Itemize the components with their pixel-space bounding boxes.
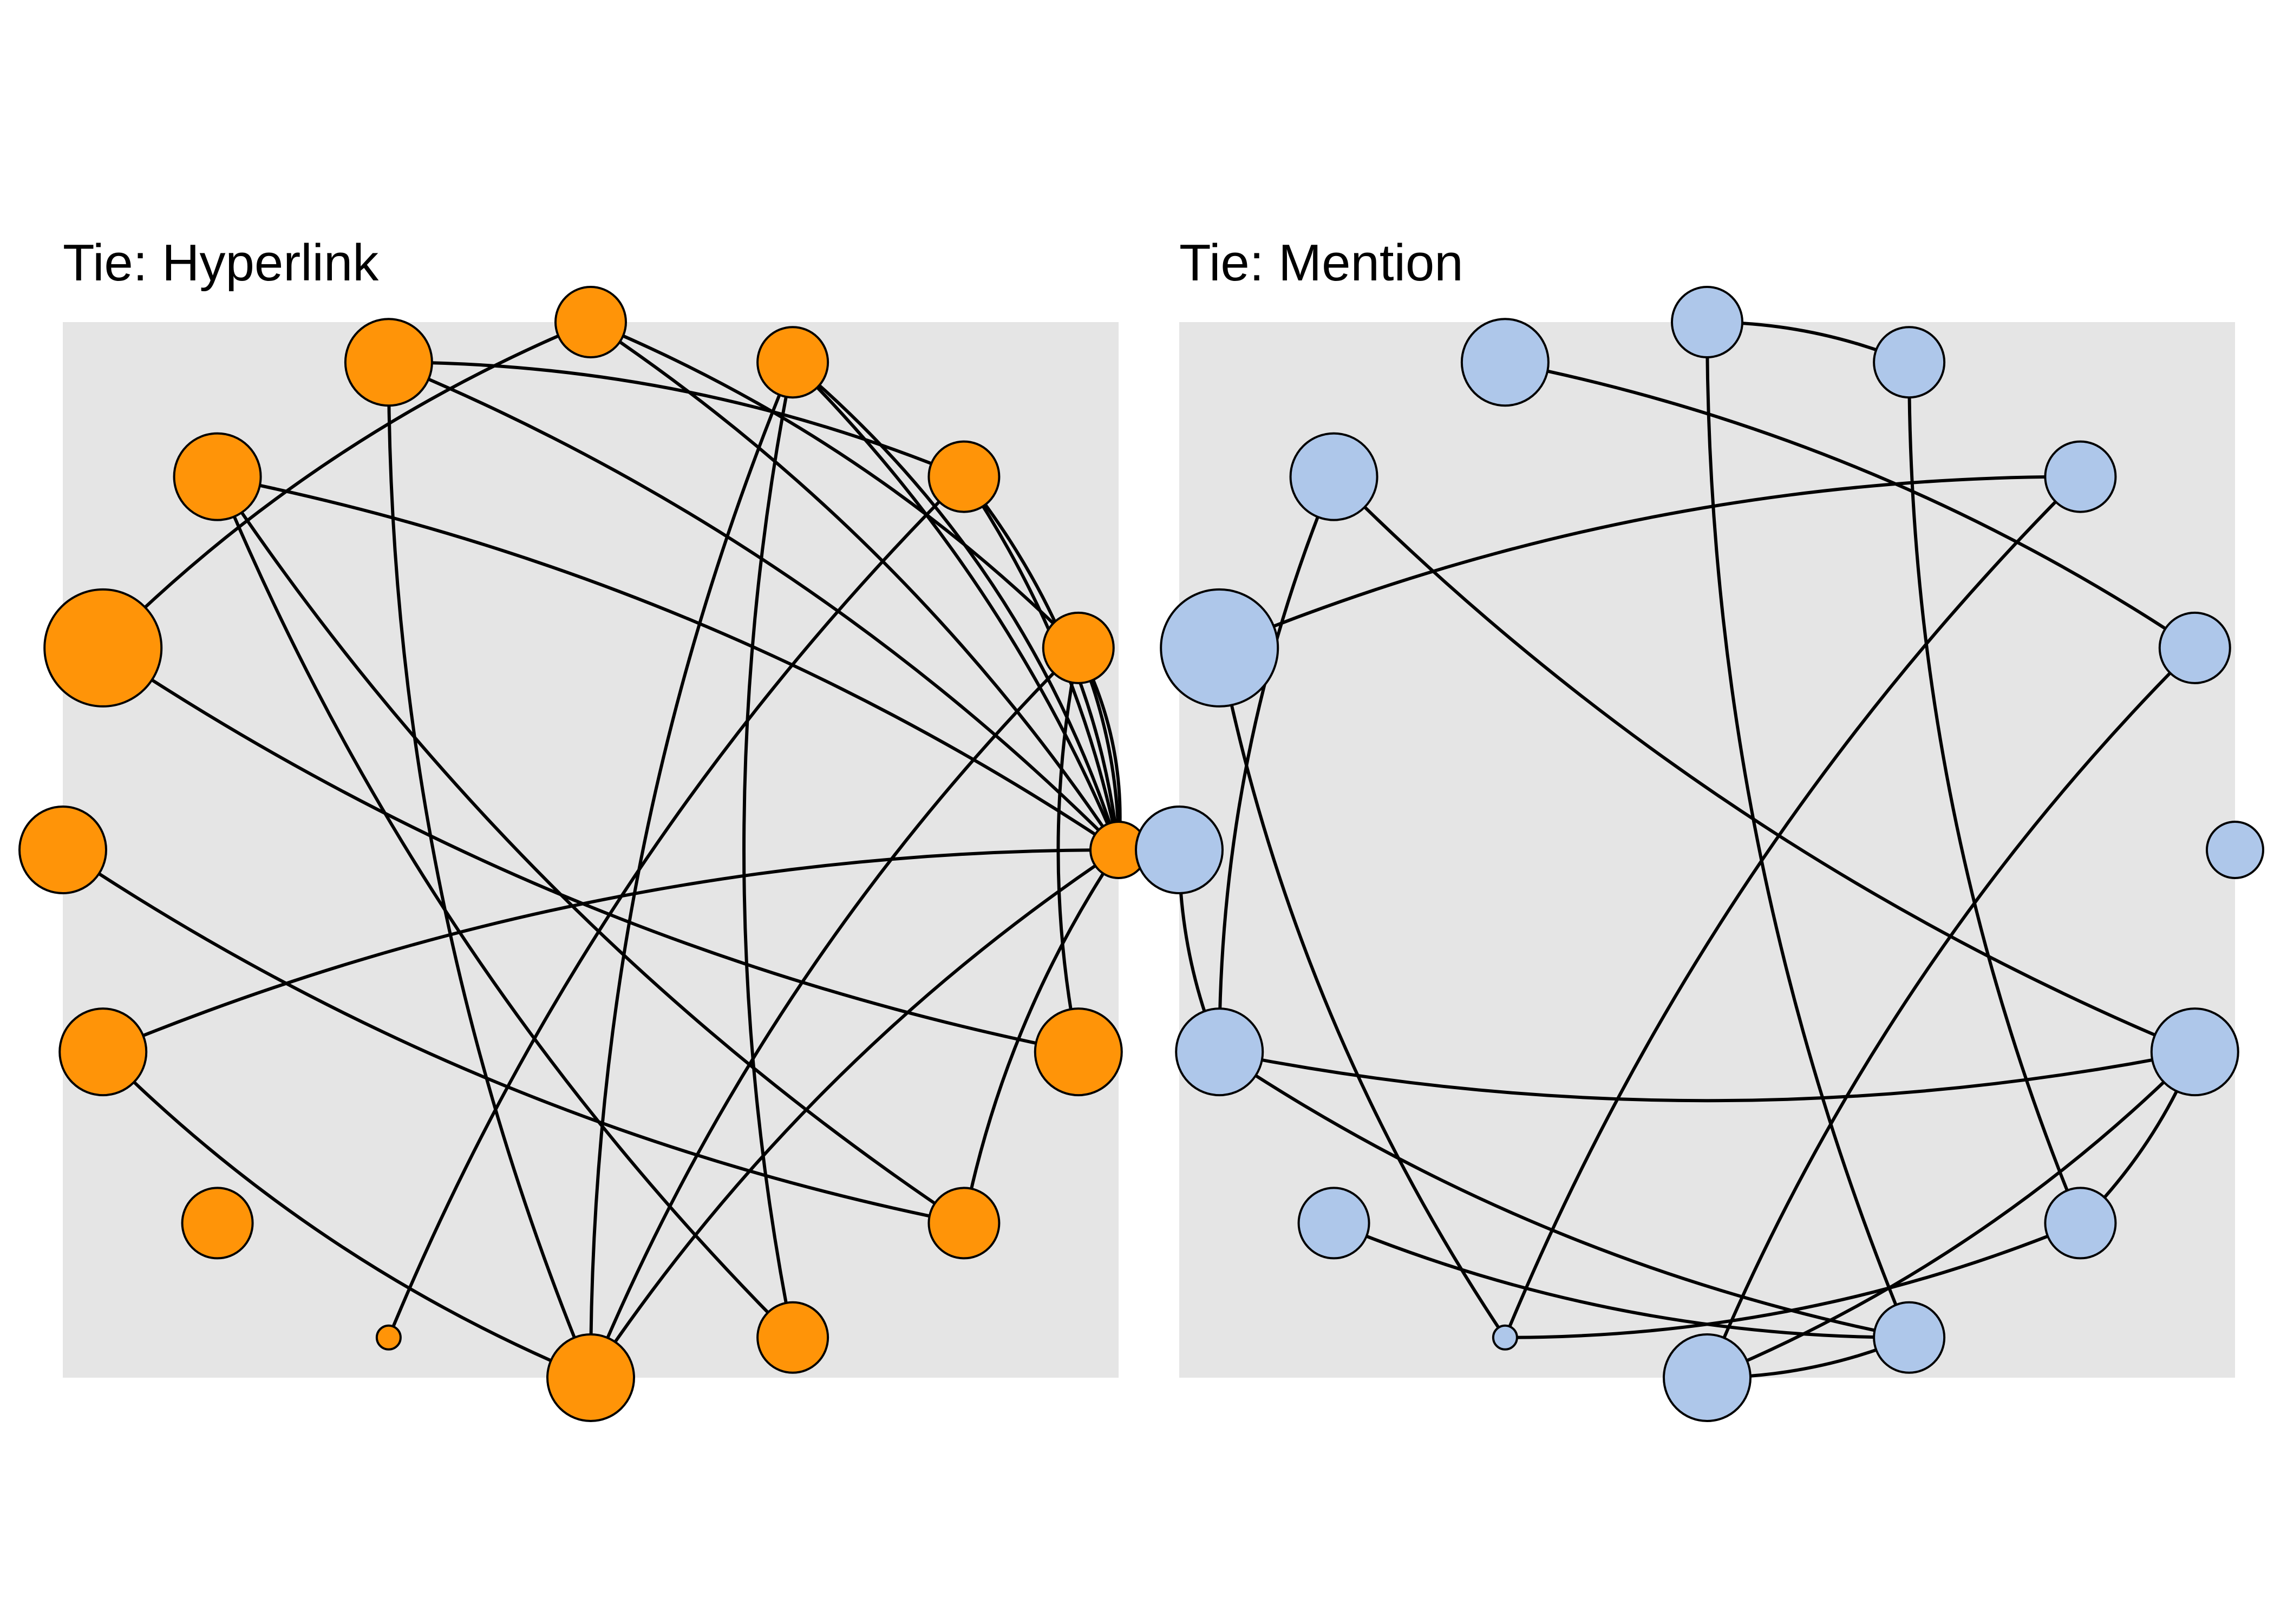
hyperlink-edge <box>62 848 965 1225</box>
hyperlink-node <box>1042 611 1115 684</box>
mention-edge <box>1705 322 1911 1338</box>
hyperlink-network-panel: Tie: Hyperlink <box>18 234 1148 1422</box>
hyperlink-edge <box>102 848 1119 1053</box>
mention-node <box>1135 806 1224 894</box>
mention-panel-title: Tie: Mention <box>1179 234 1463 292</box>
hyperlink-edge <box>742 362 795 1338</box>
hyperlink-node <box>181 1187 254 1260</box>
mention-node <box>1297 1187 1370 1260</box>
mention-edge <box>1219 475 2081 650</box>
hyperlink-node <box>58 1007 148 1097</box>
hyperlink-edge <box>590 320 1120 851</box>
mention-node <box>1671 286 1743 358</box>
hyperlink-edge <box>216 475 965 1224</box>
hyperlink-edge <box>589 646 1080 1379</box>
mention-node <box>1175 1007 1264 1097</box>
mention-edge <box>1907 362 2082 1224</box>
mention-node <box>2044 1187 2117 1260</box>
mention-edge <box>1504 475 2082 1338</box>
hyperlink-node <box>546 1333 635 1422</box>
hyperlink-edge <box>962 849 1120 1224</box>
mention-edge <box>1332 475 2195 1053</box>
hyperlink-edges <box>62 320 1122 1379</box>
mention-node <box>1289 432 1378 521</box>
mention-node <box>1873 326 1946 399</box>
mention-edge <box>1505 361 2196 650</box>
mention-edge <box>1218 1050 1910 1339</box>
hyperlink-node <box>1034 1007 1123 1097</box>
hyperlink-edge <box>1056 647 1080 1052</box>
mention-node <box>1663 1333 1752 1422</box>
mention-node <box>2044 440 2117 513</box>
hyperlink-edge <box>387 362 592 1379</box>
hyperlink-node <box>18 806 107 894</box>
hyperlink-node <box>756 1301 829 1374</box>
mention-edge <box>1706 646 2196 1379</box>
hyperlink-node <box>375 1324 402 1351</box>
mention-edge <box>1218 647 1507 1339</box>
hyperlink-edge <box>215 476 794 1339</box>
hyperlink-edge <box>388 361 965 479</box>
hyperlink-edge <box>102 1051 592 1379</box>
mention-node <box>2158 611 2231 684</box>
hyperlink-edge <box>792 361 1120 851</box>
hyperlink-nodes <box>18 286 1148 1422</box>
hyperlink-edge <box>388 361 1120 852</box>
hyperlink-node <box>927 440 1001 513</box>
hyperlink-node <box>344 318 433 407</box>
mention-nodes <box>1135 286 2264 1422</box>
mention-node <box>1160 588 1279 708</box>
mention-edge <box>1219 1050 2195 1103</box>
hyperlink-edge <box>792 361 1120 850</box>
mention-network-panel: Tie: Mention <box>1135 234 2264 1422</box>
mention-edge <box>1505 1221 2081 1339</box>
mention-node <box>2150 1007 2239 1097</box>
mention-node <box>1492 1324 1518 1351</box>
mention-edge <box>1333 1221 1910 1339</box>
hyperlink-edge <box>590 320 1080 649</box>
hyperlink-edge <box>387 475 965 1338</box>
mention-node <box>2206 821 2264 879</box>
mention-edge <box>1706 1051 2196 1379</box>
hyperlink-node <box>554 286 627 358</box>
hyperlink-edge <box>589 362 794 1378</box>
mention-node <box>1460 318 1550 407</box>
hyperlink-edge <box>217 475 1120 852</box>
mention-node <box>1873 1301 1946 1374</box>
hyperlink-node <box>927 1187 1001 1260</box>
hyperlink-node <box>756 326 829 399</box>
hyperlink-edge <box>589 848 1120 1379</box>
hyperlink-edge <box>102 646 1079 1054</box>
hyperlink-node <box>173 432 262 521</box>
mention-edges <box>1177 320 2197 1380</box>
mention-edge <box>1218 476 1336 1052</box>
hyperlink-node <box>43 588 163 708</box>
hyperlink-edge <box>102 320 592 649</box>
hyperlink-panel-title: Tie: Hyperlink <box>63 234 379 292</box>
